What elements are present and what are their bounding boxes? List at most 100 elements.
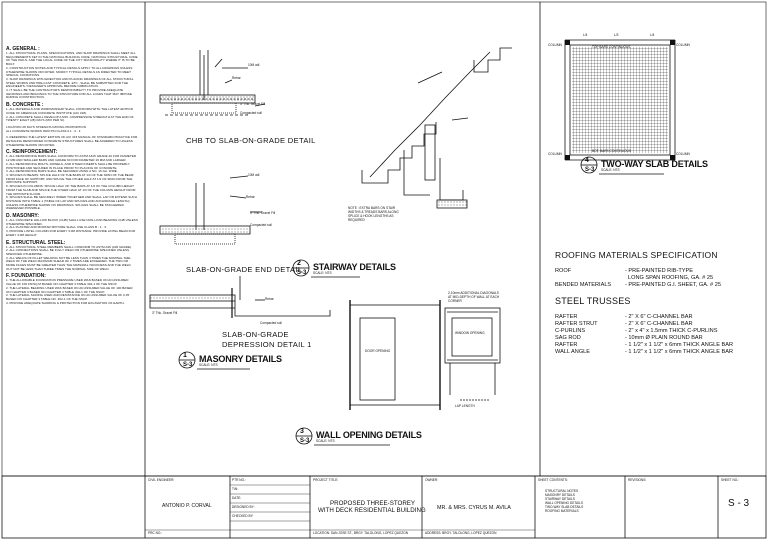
notes-steel-title: E. STRUCTURAL STEEL: (6, 239, 66, 246)
checked-label: CHECKED BY: (232, 514, 254, 518)
sheet-contents-item: MASONRY DETAILS (545, 493, 575, 497)
section-markers (178, 156, 664, 446)
note-item: 4. PROVIDE ADEQUATE SHORING & PROTECTION… (6, 300, 125, 305)
sheet-contents-item: ROOFING MATERIALS (545, 509, 579, 513)
lap-length-label: LAP LENGTH (455, 404, 475, 408)
structural-notes: A. GENERAL : 1. ALL STRUCTURAL PLANS, SP… (6, 44, 138, 468)
note-item: 2. THE LATERAL BEARING USED WAS BASED ON… (6, 285, 133, 294)
note-item: 3. REFERRING THE LATEST EDITION OF ACI 3… (6, 135, 138, 147)
wall-scale: SCALE: NTS (316, 439, 335, 443)
wall-section-number: 3 (300, 428, 304, 435)
spec-key: ROOF (555, 268, 572, 274)
truss-row: WALL ANGLE- 1 1/2" x 1 1/2" x 6mm THICK … (555, 349, 755, 356)
trusses-title: STEEL TRUSSES (555, 296, 631, 306)
note-item: 2. ALL CONCRETE SHALL DEVELOP A MIN. COM… (6, 114, 134, 123)
note-item: 2. ALL CONNECTIONS SHALL BE FULLY WELD O… (6, 248, 130, 256)
truss-key: C-PURLINS (555, 328, 586, 334)
date-label: DATE: (232, 496, 242, 500)
sheet-contents-item: WALL OPENING DETAILS (545, 501, 583, 505)
soil-label: Compacted soil (240, 111, 262, 115)
truss-row: RAFTER- 1 1/2" x 1 1/2" x 6mm THICK ANGL… (555, 342, 755, 349)
note-item: 1. ALL STRUCTURAL PLANS, SPECIFICATIONS,… (6, 51, 138, 67)
bot-bars-label: BOT. BARS CONTINUOUS (592, 149, 631, 153)
top-bars-label: TOP BARS CONTINUOUS (592, 45, 631, 49)
spec-value: - PRE-PAINTED RIB-TYPE (625, 268, 693, 274)
notes-general-title: A. GENERAL : (6, 46, 40, 52)
spec-key (555, 275, 625, 282)
note-item: 3. ALL WELDS OF FILLET WELDING NOT BE LE… (6, 255, 131, 271)
slab-end-title: SLAB-ON-GRADE END DETAIL (186, 265, 303, 274)
depression-title-2: DEPRESSION DETAIL 1 (222, 340, 312, 349)
rebar-label: Rebar (232, 76, 241, 80)
stair-section-number: 2 (297, 260, 301, 267)
spec-value: - PRE-PAINTED G.I. SHEET, GA. # 25 (625, 282, 721, 288)
note-item: 1. THE ALLOWABLE FOUNDATION PRESSURE USE… (6, 278, 129, 287)
roofing-title: ROOFING MATERIALS SPECIFICATION (555, 250, 718, 260)
spec-value: LONG SPAN ROOFING, GA. # 25 (628, 275, 714, 281)
project-title-1: PROPOSED THREE-STOREY (330, 500, 416, 507)
project-title-2: WITH DECK RESIDENTIAL BUILDING (318, 507, 426, 514)
chb-slab-title: CHB TO SLAB-ON-GRADE DETAIL (186, 136, 316, 145)
ptr-label: PTR NO.: (232, 478, 246, 482)
sheet-contents-label: SHEET CONTENTS: (538, 478, 568, 482)
owner-name: MR. & MRS. CYRUS M. AVILA (437, 505, 511, 511)
twoway-section-number: 4 (585, 157, 589, 164)
soil-label-2: Compacted soil (250, 223, 272, 227)
note-item: 3. ALL REINFORCING BARS SHALL BE SECURED… (6, 169, 118, 174)
twoway-sheet-ref: S-3 (585, 167, 595, 173)
two-way-slab-detail (564, 39, 676, 161)
column-label-4: COLUMN (676, 152, 690, 156)
l3-label: L/3 (614, 33, 619, 37)
truss-value: - 1 1/2" x 1 1/2" x 6mm THICK ANGLE BAR (625, 349, 734, 355)
notes-reinforcement-title: C. REINFORCEMENT: (6, 149, 58, 156)
note-item: 5. SPLICES IN COLUMNS: SPLICE HALF OF TH… (6, 184, 136, 196)
soil-label-3: Compacted soil (260, 321, 282, 325)
sheet-contents-item: TWO-WAY SLAB DETAILS (545, 505, 584, 509)
note-item: 2. ALL PLASTER AND MORTAR MIXTURE SHALL … (6, 225, 107, 230)
truss-key: RAFTER (555, 314, 578, 320)
project-title-label: PROJECT TITLE: (313, 478, 339, 482)
wall-opening-detail (349, 300, 501, 410)
spec-key: BENDED MATERIALS (555, 282, 612, 288)
notes-masonry-title: D. MASONRY: (6, 213, 40, 220)
stair-note: NOTE : EXTRA BARS ON STAIR WIDTHS & TREA… (348, 206, 399, 222)
truss-value: - 10mm Ø PLAIN ROUND BAR (625, 335, 703, 341)
note-item: 4. SPLICES IN BEAMS: SPLICE HALF OF THE … (6, 172, 134, 185)
stair-sheet-ref: S-3 (297, 270, 307, 276)
depression-title-1: SLAB-ON-GRADE (222, 330, 289, 339)
masonry-sheet-ref: S-3 (183, 362, 193, 368)
spec-row: LONG SPAN ROOFING, GA. # 25 (555, 275, 755, 282)
prc-label: PRC NO.: (148, 531, 163, 535)
owner-label: OWNER: (425, 478, 439, 482)
note-item: 3. THE LATERAL SLIDING USED AND RESISTAN… (6, 293, 130, 301)
rebar-label-3: Rebar (265, 297, 274, 301)
masonry-scale: SCALE: NTS (199, 363, 218, 367)
twoway-scale: SCALE: NTS (601, 168, 620, 172)
tin-label: TIN: (232, 487, 239, 491)
two-way-slab-title: TWO-WAY SLAB DETAILS (601, 159, 708, 169)
note-item: LOCATION 28 DAYS STRENGTH MIXING PROPORT… (6, 124, 86, 129)
civil-engineer-label: CIVIL ENGINEER: (148, 478, 175, 482)
door-opening-label: DOOR OPENING (365, 349, 391, 353)
sheet-contents-item: STRUCTURAL NOTES (545, 489, 579, 493)
truss-row: RAFTER- 2" X 6" C-CHANNEL BAR (555, 314, 755, 321)
note-item: 2. ALL REINFORCING BOLTS, DOWELS, AND OT… (6, 161, 130, 170)
column-label-1: COLUMN (548, 43, 562, 47)
rebar-label-2: Rebar (246, 195, 255, 199)
title-block-lines (1, 475, 767, 539)
revisions-label: REVISIONS: (628, 478, 647, 482)
truss-value: - 2" x 4" x 1.5mm THICK C-PURLINS (625, 328, 718, 334)
note-item: ALL CONCRETE WORKS 3000 PSI CLASS A 1 : … (6, 128, 81, 133)
column-label-3: COLUMN (548, 152, 562, 156)
l4-label: L/4 (583, 33, 588, 37)
location-label: LOCATION: SAN JOSE ST., BRGY. TALOLONG, … (313, 531, 409, 535)
roofing-specification: ROOFING MATERIALS SPECIFICATION ROOF - PR… (555, 250, 755, 356)
gravel-label-2: 3" Thk. Gravel Fill (250, 211, 276, 215)
engineer-name: ANTONIO P. CORVAL (162, 503, 212, 509)
wall-sheet-ref: S-3 (300, 438, 310, 444)
truss-key: RAFTER STRUT (555, 321, 598, 327)
diagonal-note: 2-10mm ADDITIONAL DIAGONALS AT MID-DEPTH… (448, 291, 500, 303)
notes-concrete-title: B. CONCRETE : (6, 102, 44, 109)
